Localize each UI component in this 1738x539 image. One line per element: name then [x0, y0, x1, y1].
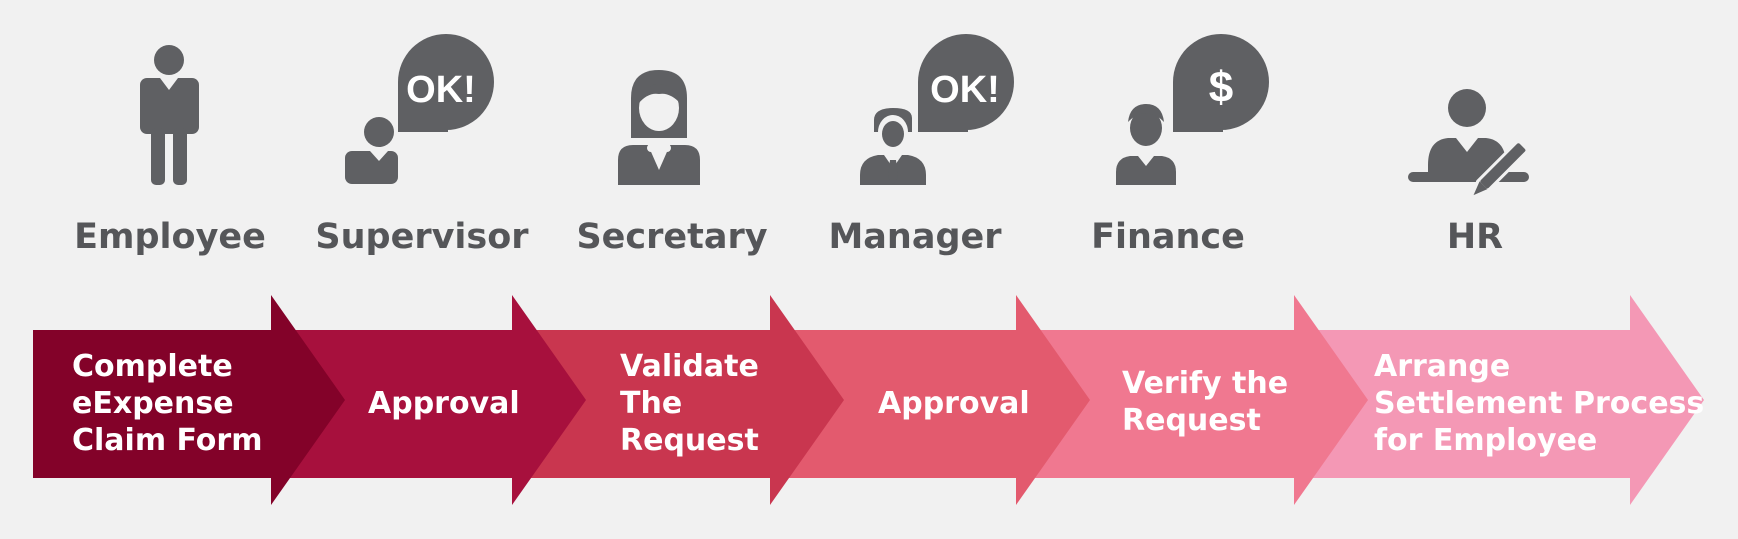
supervisor-approval-icon: OK!	[345, 34, 494, 184]
manager-bubble-text: OK!	[930, 69, 1000, 111]
role-label-hr: HR	[1446, 217, 1504, 257]
step-1-arrow	[1311, 295, 1704, 505]
step-6-arrow	[33, 295, 345, 505]
step-5-arrow	[290, 295, 586, 505]
step-manager-approval: Approval	[878, 385, 1030, 421]
finance-payment-icon: $	[1116, 34, 1269, 185]
step-verify-request: Verify the Request	[1122, 366, 1289, 438]
hr-signing-icon	[1408, 89, 1532, 196]
role-label-employee: Employee	[74, 217, 266, 257]
process-flow-arrows	[33, 295, 1704, 505]
employee-icon	[140, 45, 199, 185]
step-4-arrow	[530, 295, 844, 505]
step-arrange-settlement: Arrange Settlement Process for Employee	[1374, 348, 1705, 458]
secretary-icon	[618, 70, 700, 185]
role-label-secretary: Secretary	[576, 217, 768, 257]
role-label-finance: Finance	[1091, 217, 1245, 257]
step-2-arrow	[1032, 295, 1368, 505]
manager-approval-icon: OK!	[860, 34, 1014, 185]
step-validate-request: Validate The Request	[620, 348, 759, 458]
step-3-arrow	[786, 295, 1090, 505]
step-supervisor-approval: Approval	[368, 385, 520, 421]
step-complete-claim-form: Complete eExpense Claim Form	[72, 348, 263, 458]
role-label-supervisor: Supervisor	[315, 217, 529, 257]
finance-bubble-text: $	[1209, 63, 1233, 112]
supervisor-bubble-text: OK!	[406, 69, 476, 111]
role-icons-row: OK! OK! $	[140, 34, 1532, 196]
role-label-manager: Manager	[828, 217, 1002, 257]
